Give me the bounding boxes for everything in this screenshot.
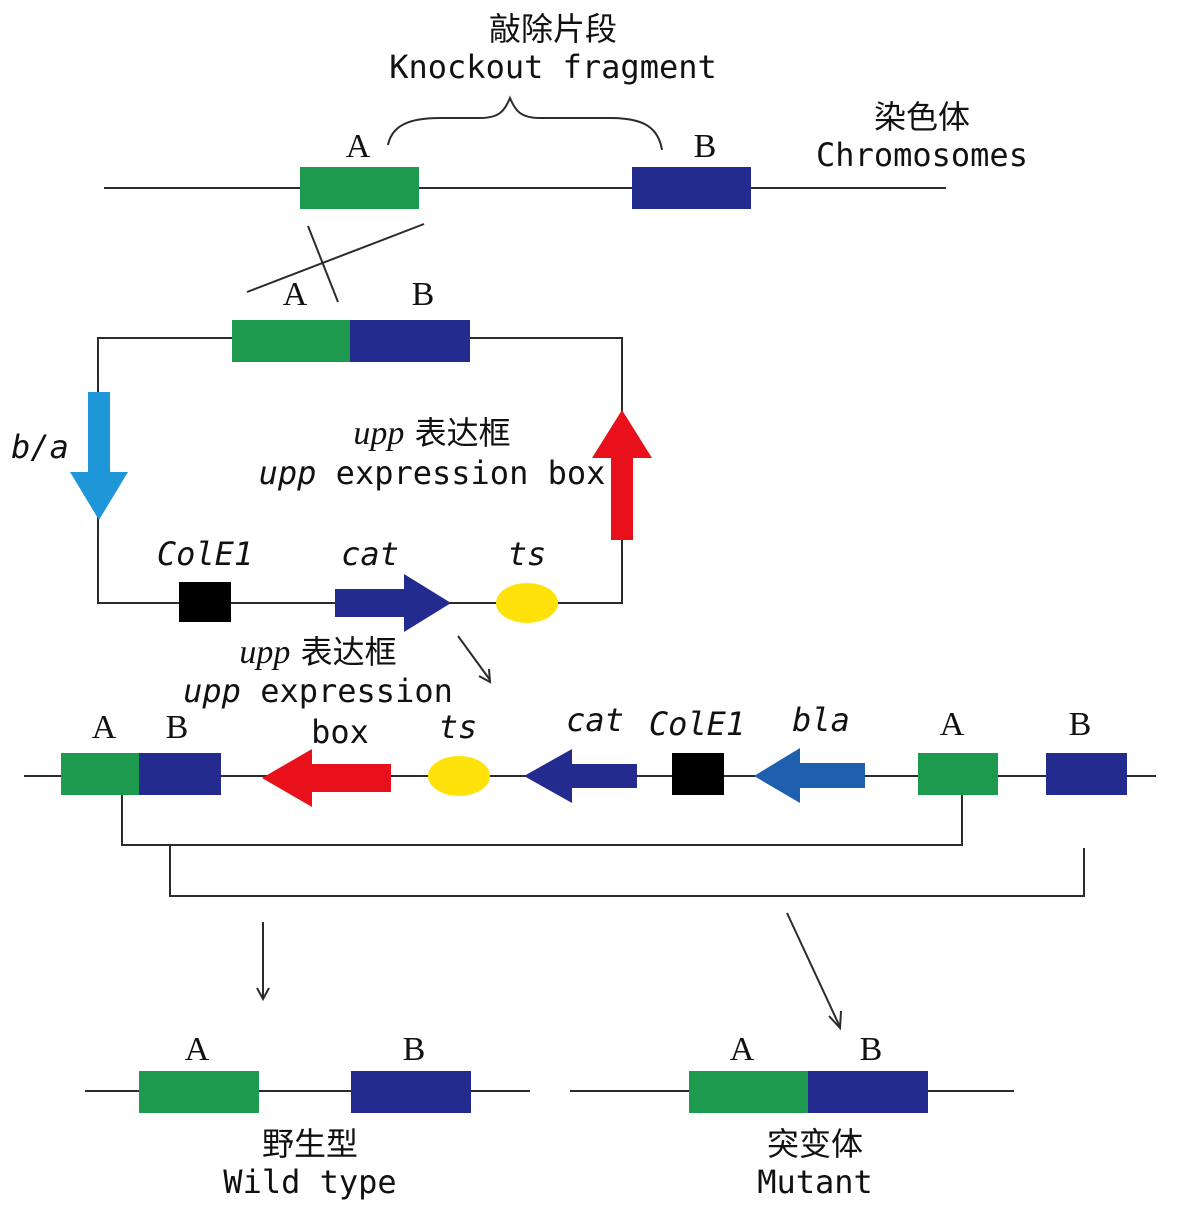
plasmid-ts-label: ts: [508, 535, 547, 573]
wild-region-b: [351, 1071, 471, 1113]
plasmid-region-a: [232, 320, 351, 362]
chromosome-label-a: A: [346, 128, 371, 165]
integrated-cat-label: cat: [566, 701, 624, 739]
wild-region-a: [139, 1071, 259, 1113]
b-a-label: b/a: [11, 428, 69, 466]
integration-arrow-line: [457, 635, 491, 681]
integrated-ts-label: ts: [439, 708, 478, 746]
chromosome-label-b: B: [694, 128, 717, 165]
integrated-cat-arrow-icon: [524, 749, 637, 803]
mutant-label-a: A: [730, 1031, 755, 1068]
integrated-upp-arrow-icon: [262, 749, 391, 807]
plasmid-cat-arrow-icon: [335, 574, 451, 632]
plasmid-label-a: A: [283, 276, 308, 313]
chromosome-cn: 染色体: [874, 98, 970, 136]
knockout-brace: [387, 95, 663, 151]
wild-type-arrow-head: [256, 987, 270, 1002]
knockout-fragment-en: Knockout fragment: [389, 48, 717, 86]
integration-arrow-head: [478, 668, 492, 684]
integrated-cole1-box: [672, 753, 724, 795]
upp-box-label-2: box: [311, 713, 369, 751]
integrated-label-b-right: B: [1069, 706, 1092, 743]
integrated-bla-label: bla: [792, 701, 850, 739]
chromosome-region-b: [632, 167, 751, 209]
wild-label-b: B: [403, 1031, 426, 1068]
recombination-bracket-a: [121, 795, 963, 846]
mutant-region-a: [689, 1071, 809, 1113]
plasmid-cat-label: cat: [341, 535, 399, 573]
mutant-region-b: [808, 1071, 928, 1113]
recombination-bracket-b: [169, 845, 1085, 897]
plasmid-region-b: [350, 320, 470, 362]
integrated-label-a-right: A: [940, 706, 965, 743]
integrated-label-b-left: B: [166, 709, 189, 746]
integrated-region-a-right: [918, 753, 998, 795]
wild-label-a: A: [185, 1031, 210, 1068]
chromosome-en: Chromosomes: [816, 136, 1028, 174]
crossover-line-2: [246, 223, 425, 293]
chromosome-region-a: [300, 167, 419, 209]
integrated-bla-arrow-icon: [754, 748, 865, 803]
upp-en-label-1: upp expression box: [259, 454, 606, 492]
integrated-label-a-left: A: [92, 709, 117, 746]
integrated-region-a-left: [61, 753, 140, 795]
crossover-line-1: [307, 225, 339, 303]
knockout-fragment-cn: 敲除片段: [489, 10, 617, 48]
upp-red-arrow-icon: [592, 410, 652, 540]
integrated-ts-oval: [428, 756, 490, 796]
mutant-label-b: B: [860, 1031, 883, 1068]
plasmid-cole1-label: ColE1: [157, 535, 253, 573]
upp-cn-label-2: upp 表达框: [239, 633, 396, 671]
mutant-arrow-head: [828, 1010, 842, 1031]
mutant-cn: 突变体: [767, 1125, 863, 1163]
mutant-en: Mutant: [757, 1163, 873, 1201]
b-a-arrow-icon: [70, 392, 128, 520]
integrated-region-b-left: [139, 753, 221, 795]
integrated-region-b-right: [1046, 753, 1127, 795]
plasmid-ts-oval: [496, 583, 558, 623]
integrated-cole1-label: ColE1: [649, 705, 745, 743]
mutant-arrow-line: [786, 912, 841, 1028]
plasmid-label-b: B: [412, 276, 435, 313]
wild-type-en: Wild type: [223, 1163, 396, 1201]
upp-en-label-2: upp expression: [183, 672, 453, 710]
plasmid-cole1-box: [179, 582, 231, 622]
wild-type-cn: 野生型: [262, 1125, 358, 1163]
upp-cn-label-1: upp 表达框: [353, 414, 510, 452]
